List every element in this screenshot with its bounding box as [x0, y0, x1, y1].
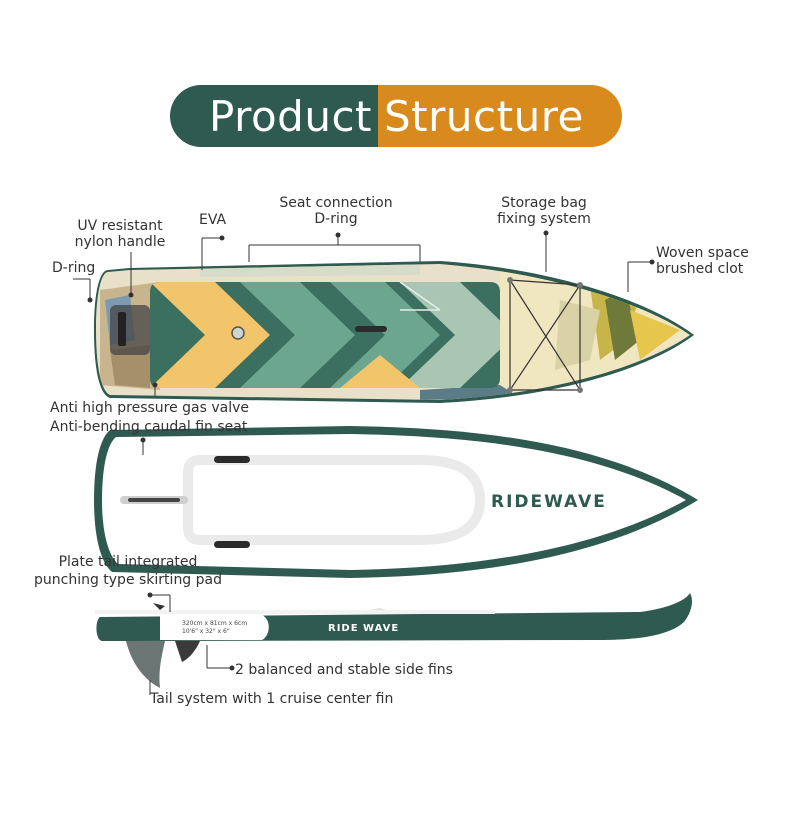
label-woven: Woven space brushed clot — [656, 245, 749, 277]
label-uv-handle-line2: nylon handle — [74, 234, 166, 250]
side-brand-logo: RIDE WAVE — [328, 623, 399, 634]
center-fin — [126, 641, 165, 688]
label-plate-tail: Plate tail integrated punching type skir… — [33, 554, 223, 588]
label-seat-dring: Seat connection D-ring — [272, 195, 400, 227]
label-center-fin: Tail system with 1 cruise center fin — [150, 691, 394, 707]
label-woven-line2: brushed clot — [656, 261, 744, 277]
deck-pad — [150, 282, 500, 388]
label-uv-handle-line1: UV resistant — [77, 218, 163, 234]
title-word-product: Product — [209, 91, 372, 141]
label-dring: D-ring — [52, 260, 96, 276]
label-storage: Storage bag fixing system — [490, 195, 598, 227]
valve-icon — [231, 326, 245, 340]
title-left-block: Product — [170, 85, 378, 147]
label-uv-handle: UV resistant nylon handle — [72, 218, 168, 250]
label-eva: EVA — [199, 212, 227, 228]
label-side-fins: 2 balanced and stable side fins — [235, 662, 453, 678]
bungee-storage — [509, 279, 581, 391]
label-storage-line2: fixing system — [497, 211, 591, 227]
side-board — [95, 593, 692, 688]
label-gas-valve: Anti high pressure gas valve — [50, 400, 250, 416]
spec-line-2: 10'6" x 32" x 6" — [182, 628, 230, 635]
title-right-block: Structure — [378, 85, 622, 147]
bottom-board — [94, 426, 698, 578]
label-plate-tail-line1: Plate tail integrated — [58, 554, 198, 570]
spec-line-1: 320cm x 81cm x 6cm — [182, 620, 247, 627]
label-plate-tail-line2: punching type skirting pad — [33, 572, 222, 588]
brand-logo: RIDEWAVE — [491, 492, 607, 512]
label-fin-seat: Anti-bending caudal fin seat — [50, 419, 248, 435]
top-board — [94, 261, 694, 403]
label-woven-line1: Woven space — [656, 245, 749, 261]
title-word-structure: Structure — [384, 91, 584, 141]
title-banner: Product Structure — [170, 85, 622, 147]
side-fin — [175, 641, 200, 662]
label-seat-dring-line2: D-ring — [314, 211, 358, 227]
label-seat-dring-line1: Seat connection — [279, 195, 393, 211]
label-storage-line1: Storage bag — [501, 195, 587, 211]
